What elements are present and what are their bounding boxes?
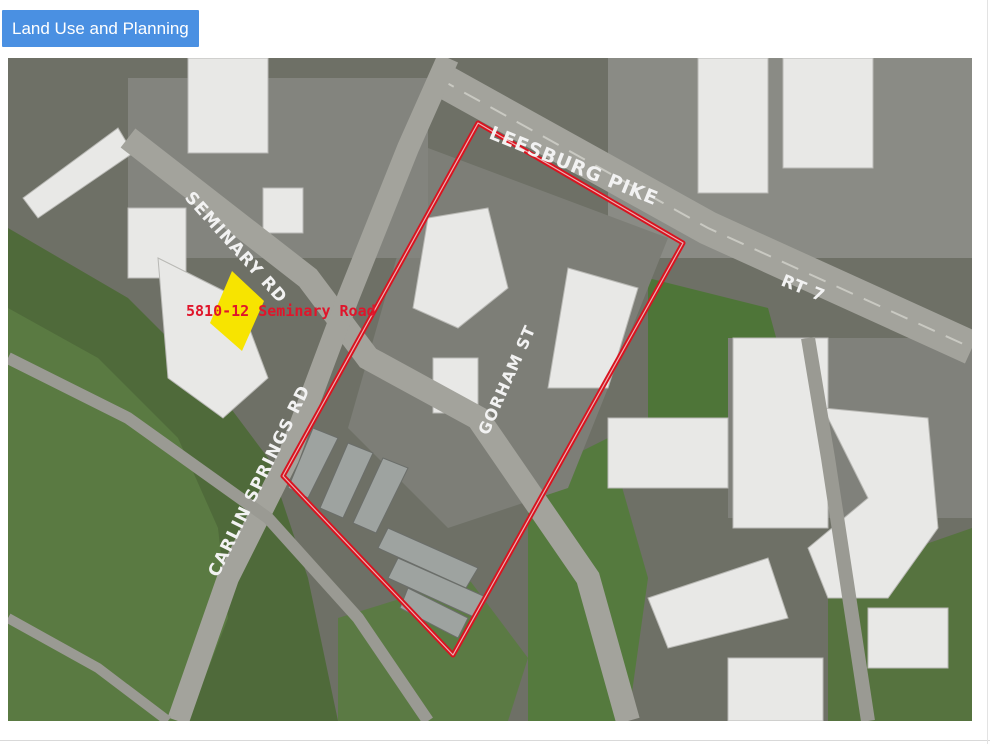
- subject-site-marker[interactable]: [210, 271, 264, 351]
- roads: [8, 58, 972, 721]
- tab-land-use-and-planning[interactable]: Land Use and Planning: [2, 10, 199, 47]
- right-divider: [987, 0, 988, 744]
- bottom-divider: [0, 740, 990, 741]
- site-address-label: 5810-12 Seminary Road: [186, 302, 376, 320]
- aerial-site-map: LEESBURG PIKE RT 7 SEMINARY RD CARLIN SP…: [8, 58, 972, 721]
- townhouse-rows: [287, 427, 489, 639]
